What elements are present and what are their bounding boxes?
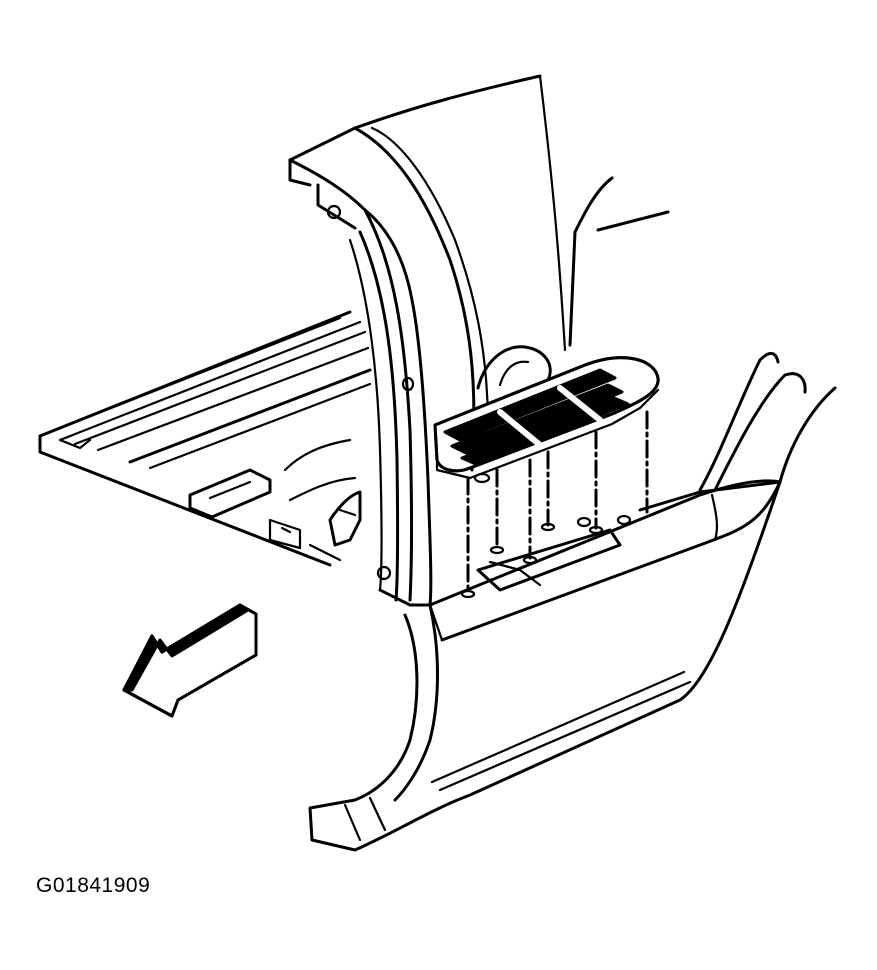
figure-id-label: G01841909 — [36, 874, 151, 897]
step-mounting-bracket — [476, 514, 632, 592]
rear-bumper-face-bar — [308, 352, 837, 852]
front-direction-arrow — [122, 603, 258, 718]
tailgate-pillar — [288, 158, 433, 607]
trailer-hitch-ball — [476, 345, 552, 390]
cargo-bed-floor — [38, 310, 372, 567]
vehicle-body-upper — [288, 74, 670, 472]
rear-step-pad — [433, 356, 660, 480]
